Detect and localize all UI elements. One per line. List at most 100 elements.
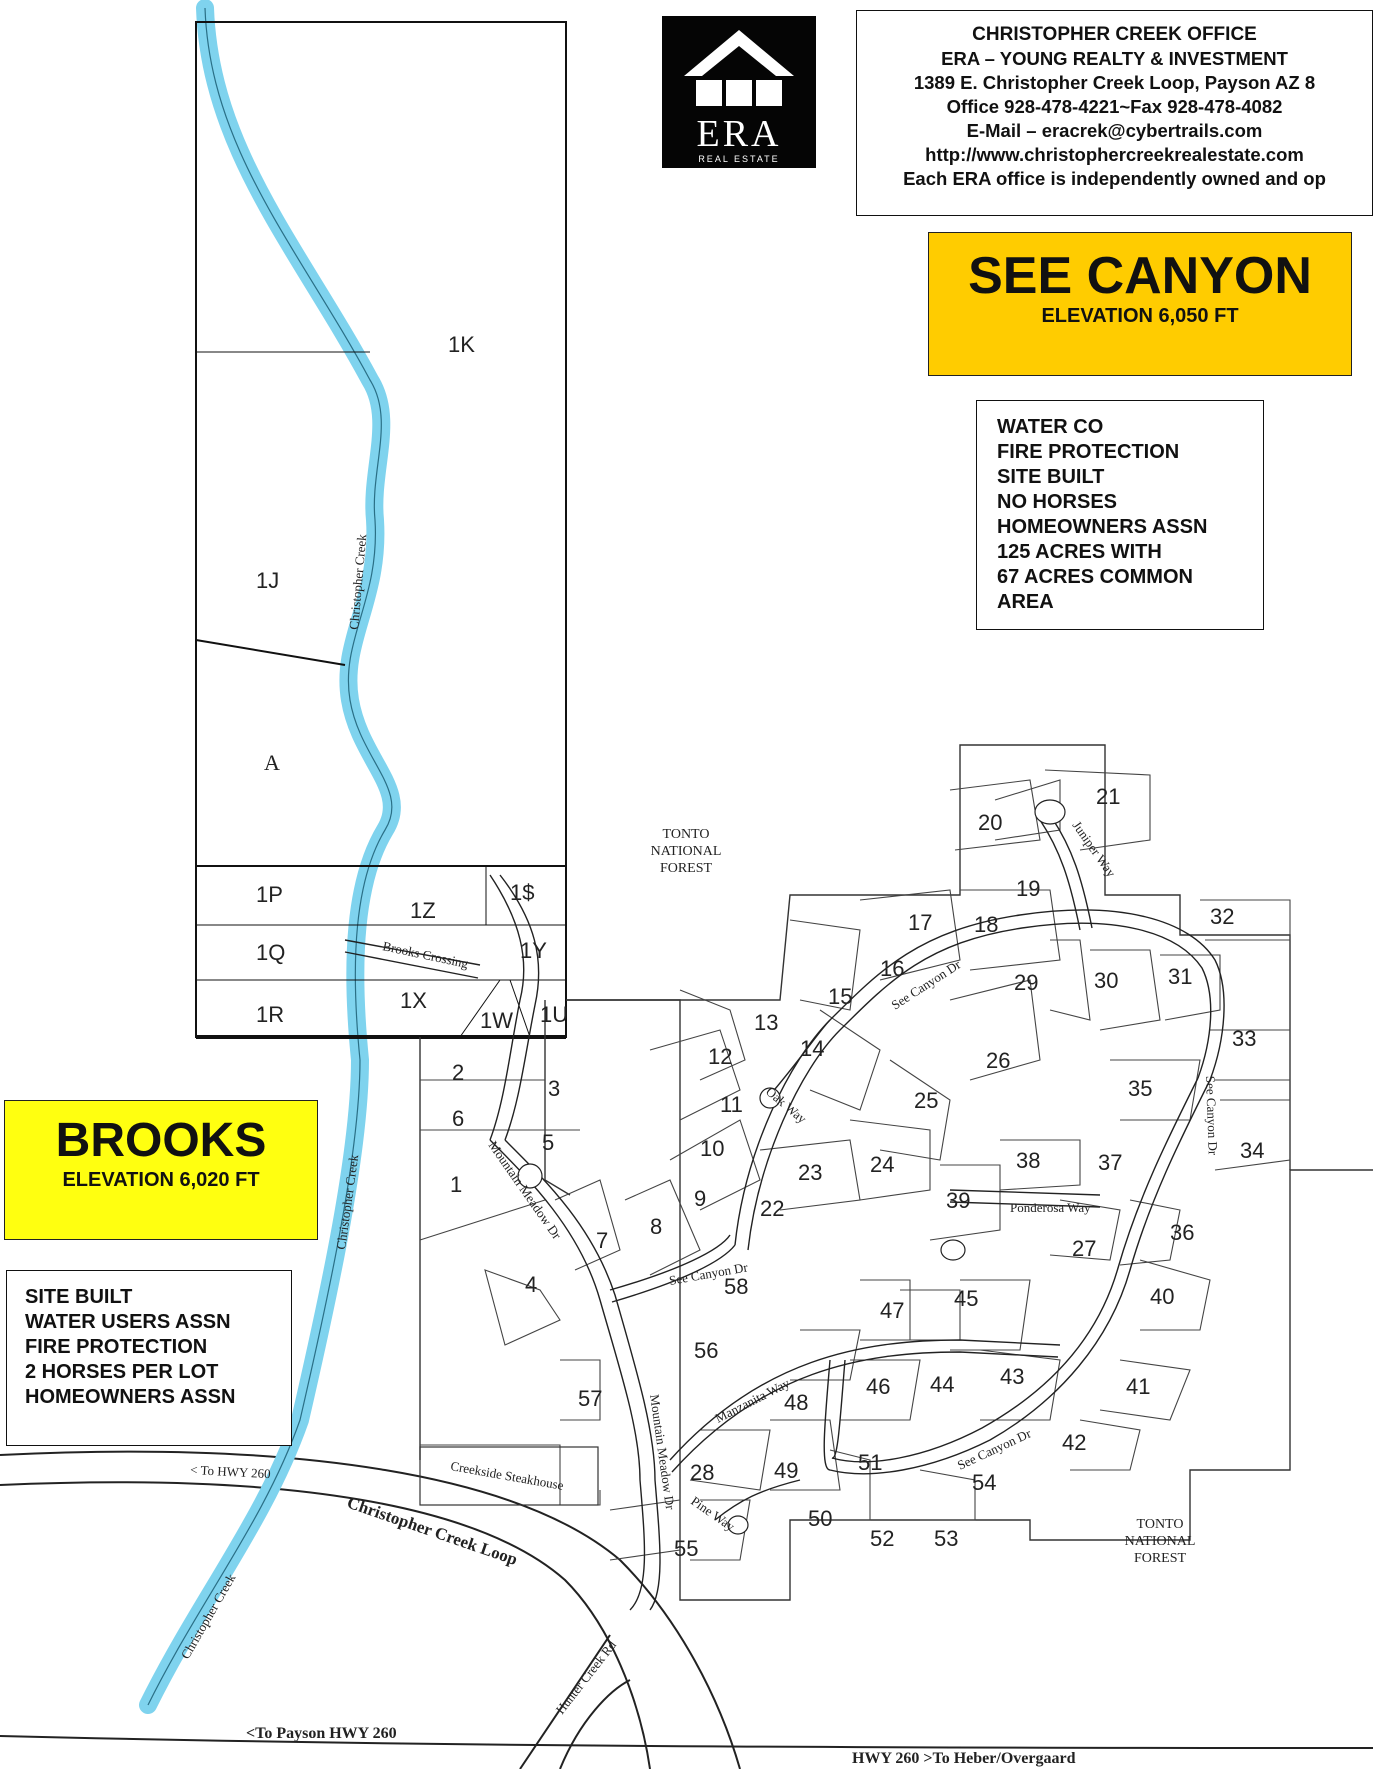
lot-54: 54 — [972, 1470, 996, 1495]
office-phone: Office 928-478-4221~Fax 928-478-4082 — [946, 96, 1283, 117]
office-name: CHRISTOPHER CREEK OFFICE — [972, 24, 1257, 45]
lot-52: 52 — [870, 1526, 894, 1551]
lot-51: 51 — [858, 1450, 882, 1475]
see-canyon-feature: WATER CO — [997, 416, 1104, 438]
lot-4: 4 — [525, 1272, 537, 1297]
lot-1Q: 1Q — [256, 940, 285, 965]
label-to-payson: <To Payson HWY 260 — [246, 1725, 397, 1742]
brooks-elevation: ELEVATION 6,020 FT — [62, 1169, 260, 1191]
christopher-creek-loop-road — [0, 1450, 1373, 1769]
lot-27: 27 — [1072, 1236, 1096, 1261]
forest-label-upper-1: TONTO — [663, 827, 710, 842]
lot-1dollar: 1$ — [510, 880, 534, 905]
christopher-creek — [139, 0, 401, 1714]
lot-5: 5 — [542, 1130, 554, 1155]
brooks-feature: FIRE PROTECTION — [25, 1336, 208, 1358]
brooks-parcel — [195, 21, 567, 1039]
see-canyon-feature: 125 ACRES WITH — [997, 541, 1162, 563]
lot-44: 44 — [930, 1372, 954, 1397]
lot-45: 45 — [954, 1286, 978, 1311]
office-address: 1389 E. Christopher Creek Loop, Payson A… — [913, 72, 1316, 93]
forest-label-upper-3: FOREST — [660, 861, 713, 876]
label-brooks-crossing: Brooks Crossing — [381, 938, 470, 971]
see-canyon-feature: HOMEOWNERS ASSN — [997, 516, 1208, 538]
lot-18: 18 — [974, 912, 998, 937]
era-logo: ERA REAL ESTATE — [662, 16, 816, 168]
office-email: E-Mail – eracrek@cybertrails.com — [966, 120, 1263, 141]
lot-55: 55 — [674, 1536, 698, 1561]
lot-1R: 1R — [256, 1002, 284, 1027]
lot-lines — [419, 769, 1291, 1561]
lot-16: 16 — [880, 956, 904, 981]
forest-label-upper-2: NATIONAL — [651, 844, 722, 859]
forest-label-lower-1: TONTO — [1137, 1517, 1184, 1532]
lot-30: 30 — [1094, 968, 1118, 993]
lot-58: 58 — [724, 1274, 748, 1299]
lot-17: 17 — [908, 910, 932, 935]
lot-A: A — [264, 750, 280, 775]
brooks-feature: SITE BUILT — [25, 1286, 133, 1308]
label-ponderosa-way: Ponderosa Way — [1010, 1200, 1091, 1215]
lot-9: 9 — [694, 1186, 706, 1211]
lot-26: 26 — [986, 1048, 1010, 1073]
lot-1W: 1W — [480, 1008, 513, 1033]
lot-22: 22 — [760, 1196, 784, 1221]
label-see-canyon-4: See Canyon Dr — [955, 1425, 1034, 1472]
lot-38: 38 — [1016, 1148, 1040, 1173]
label-manzanita-way: Manzanita Way — [713, 1375, 793, 1426]
lot-1P: 1P — [256, 882, 283, 907]
lot-8: 8 — [650, 1214, 662, 1239]
label-see-canyon-3: See Canyon Dr — [1203, 1076, 1221, 1157]
see-canyon-feature: AREA — [997, 591, 1054, 613]
lot-1Y: 1Y — [520, 938, 547, 963]
label-hunter-creek: Hunter Creek Rd — [553, 1637, 620, 1717]
office-info-box: CHRISTOPHER CREEK OFFICE ERA – YOUNG REA… — [856, 10, 1373, 216]
lot-46: 46 — [866, 1374, 890, 1399]
office-website: http://www.christophercreekrealestate.co… — [925, 144, 1304, 165]
lot-6: 6 — [452, 1106, 464, 1131]
lot-49: 49 — [774, 1458, 798, 1483]
lot-33: 33 — [1232, 1026, 1256, 1051]
lot-3: 3 — [548, 1076, 560, 1101]
see-canyon-feature: 67 ACRES COMMON — [997, 566, 1193, 588]
lot-50: 50 — [808, 1506, 832, 1531]
forest-label-lower-2: NATIONAL — [1125, 1534, 1196, 1549]
subdivision-roads — [344, 817, 1225, 1611]
label-to-heber: HWY 260 >To Heber/Overgaard — [852, 1750, 1076, 1767]
brooks-feature: HOMEOWNERS ASSN — [25, 1386, 236, 1408]
label-to-hwy: < To HWY 260 — [190, 1462, 271, 1481]
lot-25: 25 — [914, 1088, 938, 1113]
lot-1X: 1X — [400, 988, 427, 1013]
era-logo-text: ERA — [697, 113, 782, 155]
see-canyon-feature: NO HORSES — [997, 491, 1118, 513]
brooks-title-box: BROOKS ELEVATION 6,020 FT — [4, 1100, 318, 1240]
steakhouse-parcel — [419, 1446, 599, 1506]
lot-12: 12 — [708, 1044, 732, 1069]
lot-1Z: 1Z — [410, 898, 436, 923]
label-pine-way: Pine Way — [688, 1493, 738, 1534]
lot-20: 20 — [978, 810, 1002, 835]
see-canyon-feature: FIRE PROTECTION — [997, 441, 1180, 463]
lot-53: 53 — [934, 1526, 958, 1551]
lot-42: 42 — [1062, 1430, 1086, 1455]
see-canyon-feature: SITE BUILT — [997, 466, 1105, 488]
lot-19: 19 — [1016, 876, 1040, 901]
brooks-feature: WATER USERS ASSN — [25, 1311, 231, 1333]
see-canyon-title-box: SEE CANYON ELEVATION 6,050 FT — [928, 232, 1352, 376]
lot-24: 24 — [870, 1152, 894, 1177]
brooks-features: SITE BUILT WATER USERS ASSN FIRE PROTECT… — [6, 1270, 292, 1446]
lot-36: 36 — [1170, 1220, 1194, 1245]
lot-23: 23 — [798, 1160, 822, 1185]
lot-21: 21 — [1096, 784, 1120, 809]
office-company: ERA – YOUNG REALTY & INVESTMENT — [941, 48, 1288, 69]
lot-48: 48 — [784, 1390, 808, 1415]
brooks-title: BROOKS — [55, 1114, 267, 1167]
lot-1: 1 — [450, 1172, 462, 1197]
lot-10: 10 — [700, 1136, 724, 1161]
lot-40: 40 — [1150, 1284, 1174, 1309]
lot-2: 2 — [452, 1060, 464, 1085]
lot-34: 34 — [1240, 1138, 1264, 1163]
lot-37: 37 — [1098, 1150, 1122, 1175]
lot-13: 13 — [754, 1010, 778, 1035]
